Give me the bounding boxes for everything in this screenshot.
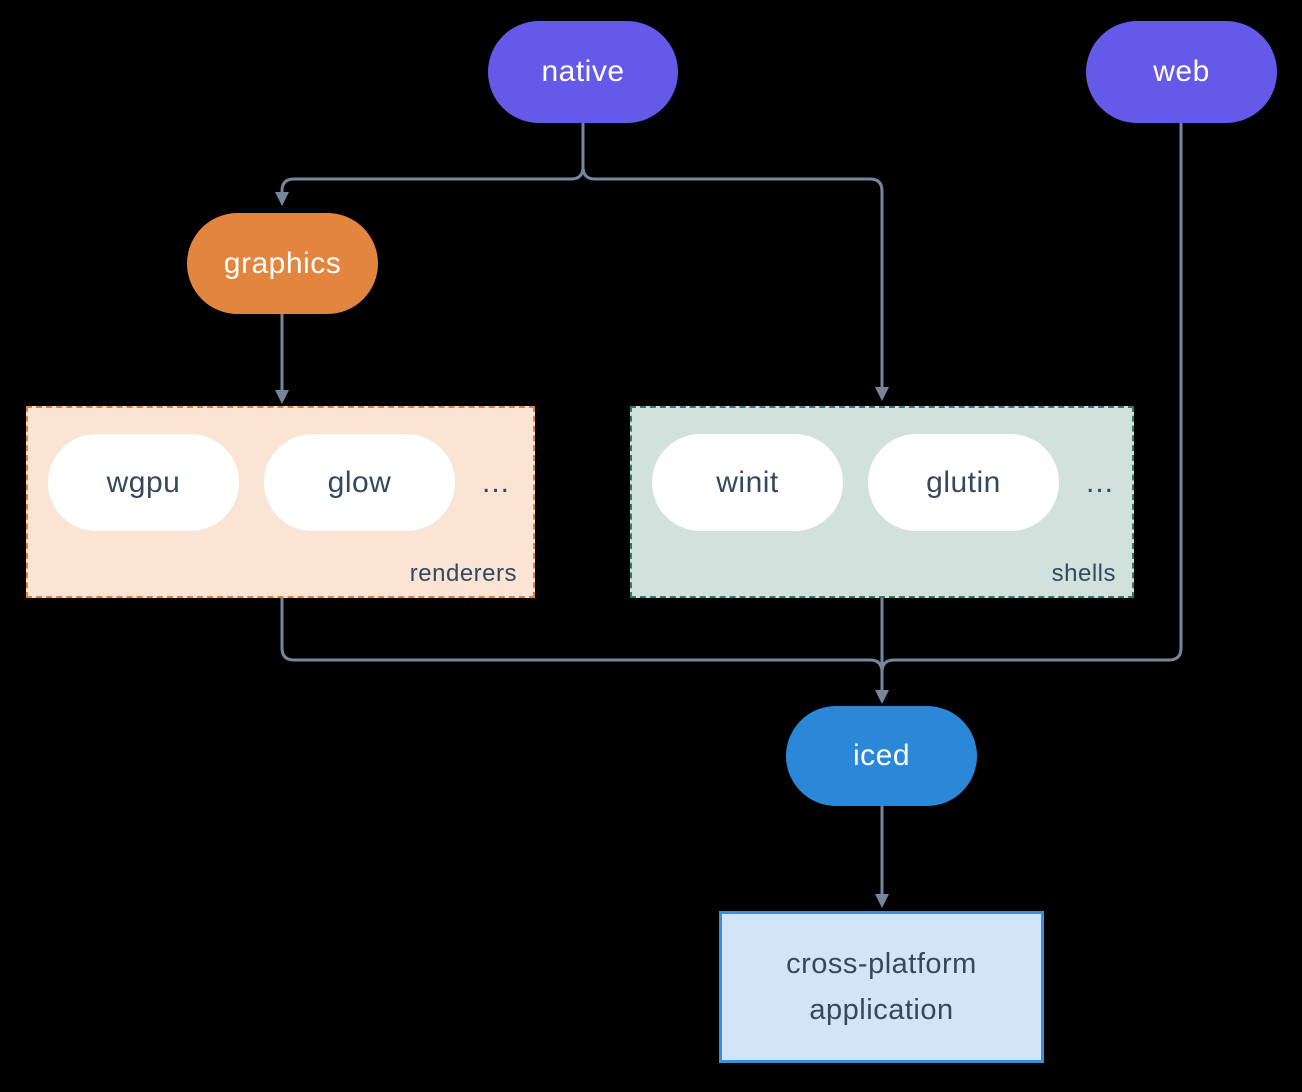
group-shells: winit glutin ... shells bbox=[630, 406, 1134, 598]
node-cross-platform-application: cross-platform application bbox=[719, 911, 1044, 1063]
node-winit: winit bbox=[652, 434, 843, 531]
node-glutin: glutin bbox=[868, 434, 1059, 531]
node-iced-label: iced bbox=[852, 739, 911, 772]
node-glow: glow bbox=[264, 434, 455, 531]
node-graphics: graphics bbox=[187, 213, 378, 314]
renderers-items: wgpu glow ... bbox=[48, 434, 510, 531]
node-web-label: web bbox=[1153, 55, 1210, 88]
shells-ellipsis: ... bbox=[1086, 465, 1115, 499]
node-glow-label: glow bbox=[327, 465, 392, 499]
renderers-group-label: renderers bbox=[409, 560, 517, 587]
edge-native-graphics bbox=[275, 166, 585, 206]
node-native-label: native bbox=[541, 55, 625, 88]
node-wgpu: wgpu bbox=[48, 434, 239, 531]
group-renderers: wgpu glow ... renderers bbox=[26, 406, 535, 598]
shells-group-label: shells bbox=[1051, 560, 1116, 587]
node-native: native bbox=[488, 21, 678, 123]
node-wgpu-label: wgpu bbox=[106, 465, 181, 499]
node-glutin-label: glutin bbox=[926, 465, 1001, 499]
node-graphics-label: graphics bbox=[223, 246, 342, 280]
node-winit-label: winit bbox=[716, 465, 779, 499]
node-web: web bbox=[1086, 21, 1277, 123]
application-label-line2: application bbox=[809, 994, 954, 1026]
node-iced: iced bbox=[786, 706, 977, 806]
shells-items: winit glutin ... bbox=[652, 434, 1114, 531]
edge-renderers-iced bbox=[280, 598, 884, 673]
edge-native-shells bbox=[581, 166, 889, 401]
application-label-line1: cross-platform bbox=[786, 948, 977, 980]
renderers-ellipsis: ... bbox=[482, 465, 511, 499]
